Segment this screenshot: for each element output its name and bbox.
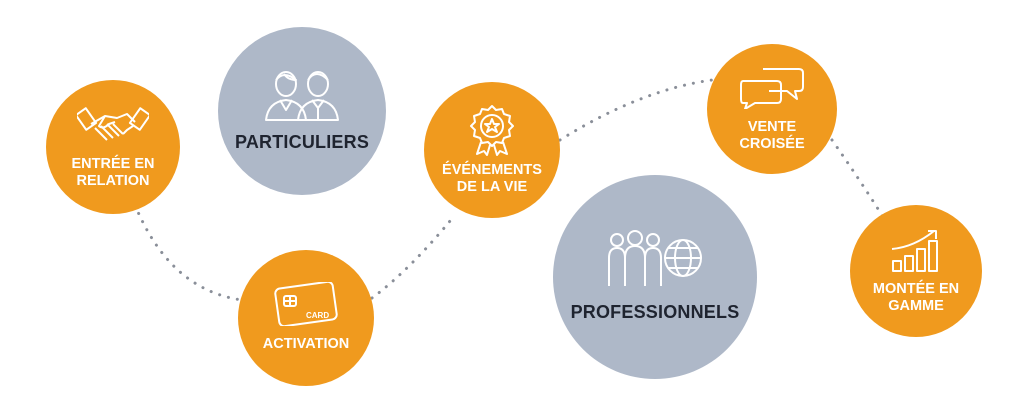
people-icon [264, 68, 340, 122]
card-text: CARD [306, 311, 329, 320]
node-activation: CARD ACTIVATION [238, 250, 374, 386]
node-montee-en-gamme: MONTÉE EN GAMME [850, 205, 982, 337]
node-professionnels: PROFESSIONNELS [553, 175, 757, 379]
node-label: ENTRÉE EN RELATION [71, 155, 155, 189]
award-badge-icon [467, 104, 517, 156]
business-globe-icon [607, 230, 703, 288]
chat-bubbles-icon [739, 65, 805, 109]
node-label: ACTIVATION [262, 336, 350, 353]
node-label: MONTÉE EN GAMME [872, 280, 960, 314]
node-label: PARTICULIERS [234, 132, 370, 153]
node-label: VENTE CROISÉE [739, 118, 805, 152]
node-particuliers: PARTICULIERS [218, 27, 386, 195]
node-entree-en-relation: ENTRÉE EN RELATION [46, 80, 180, 214]
node-label: PROFESSIONNELS [570, 302, 740, 323]
handshake-icon [77, 104, 149, 148]
node-evenements-de-la-vie: ÉVÉNEMENTS DE LA VIE [424, 82, 560, 218]
card-icon: CARD [274, 282, 338, 327]
growth-chart-icon [890, 227, 942, 273]
node-vente-croisee: VENTE CROISÉE [707, 44, 837, 174]
node-label: ÉVÉNEMENTS DE LA VIE [442, 161, 542, 195]
